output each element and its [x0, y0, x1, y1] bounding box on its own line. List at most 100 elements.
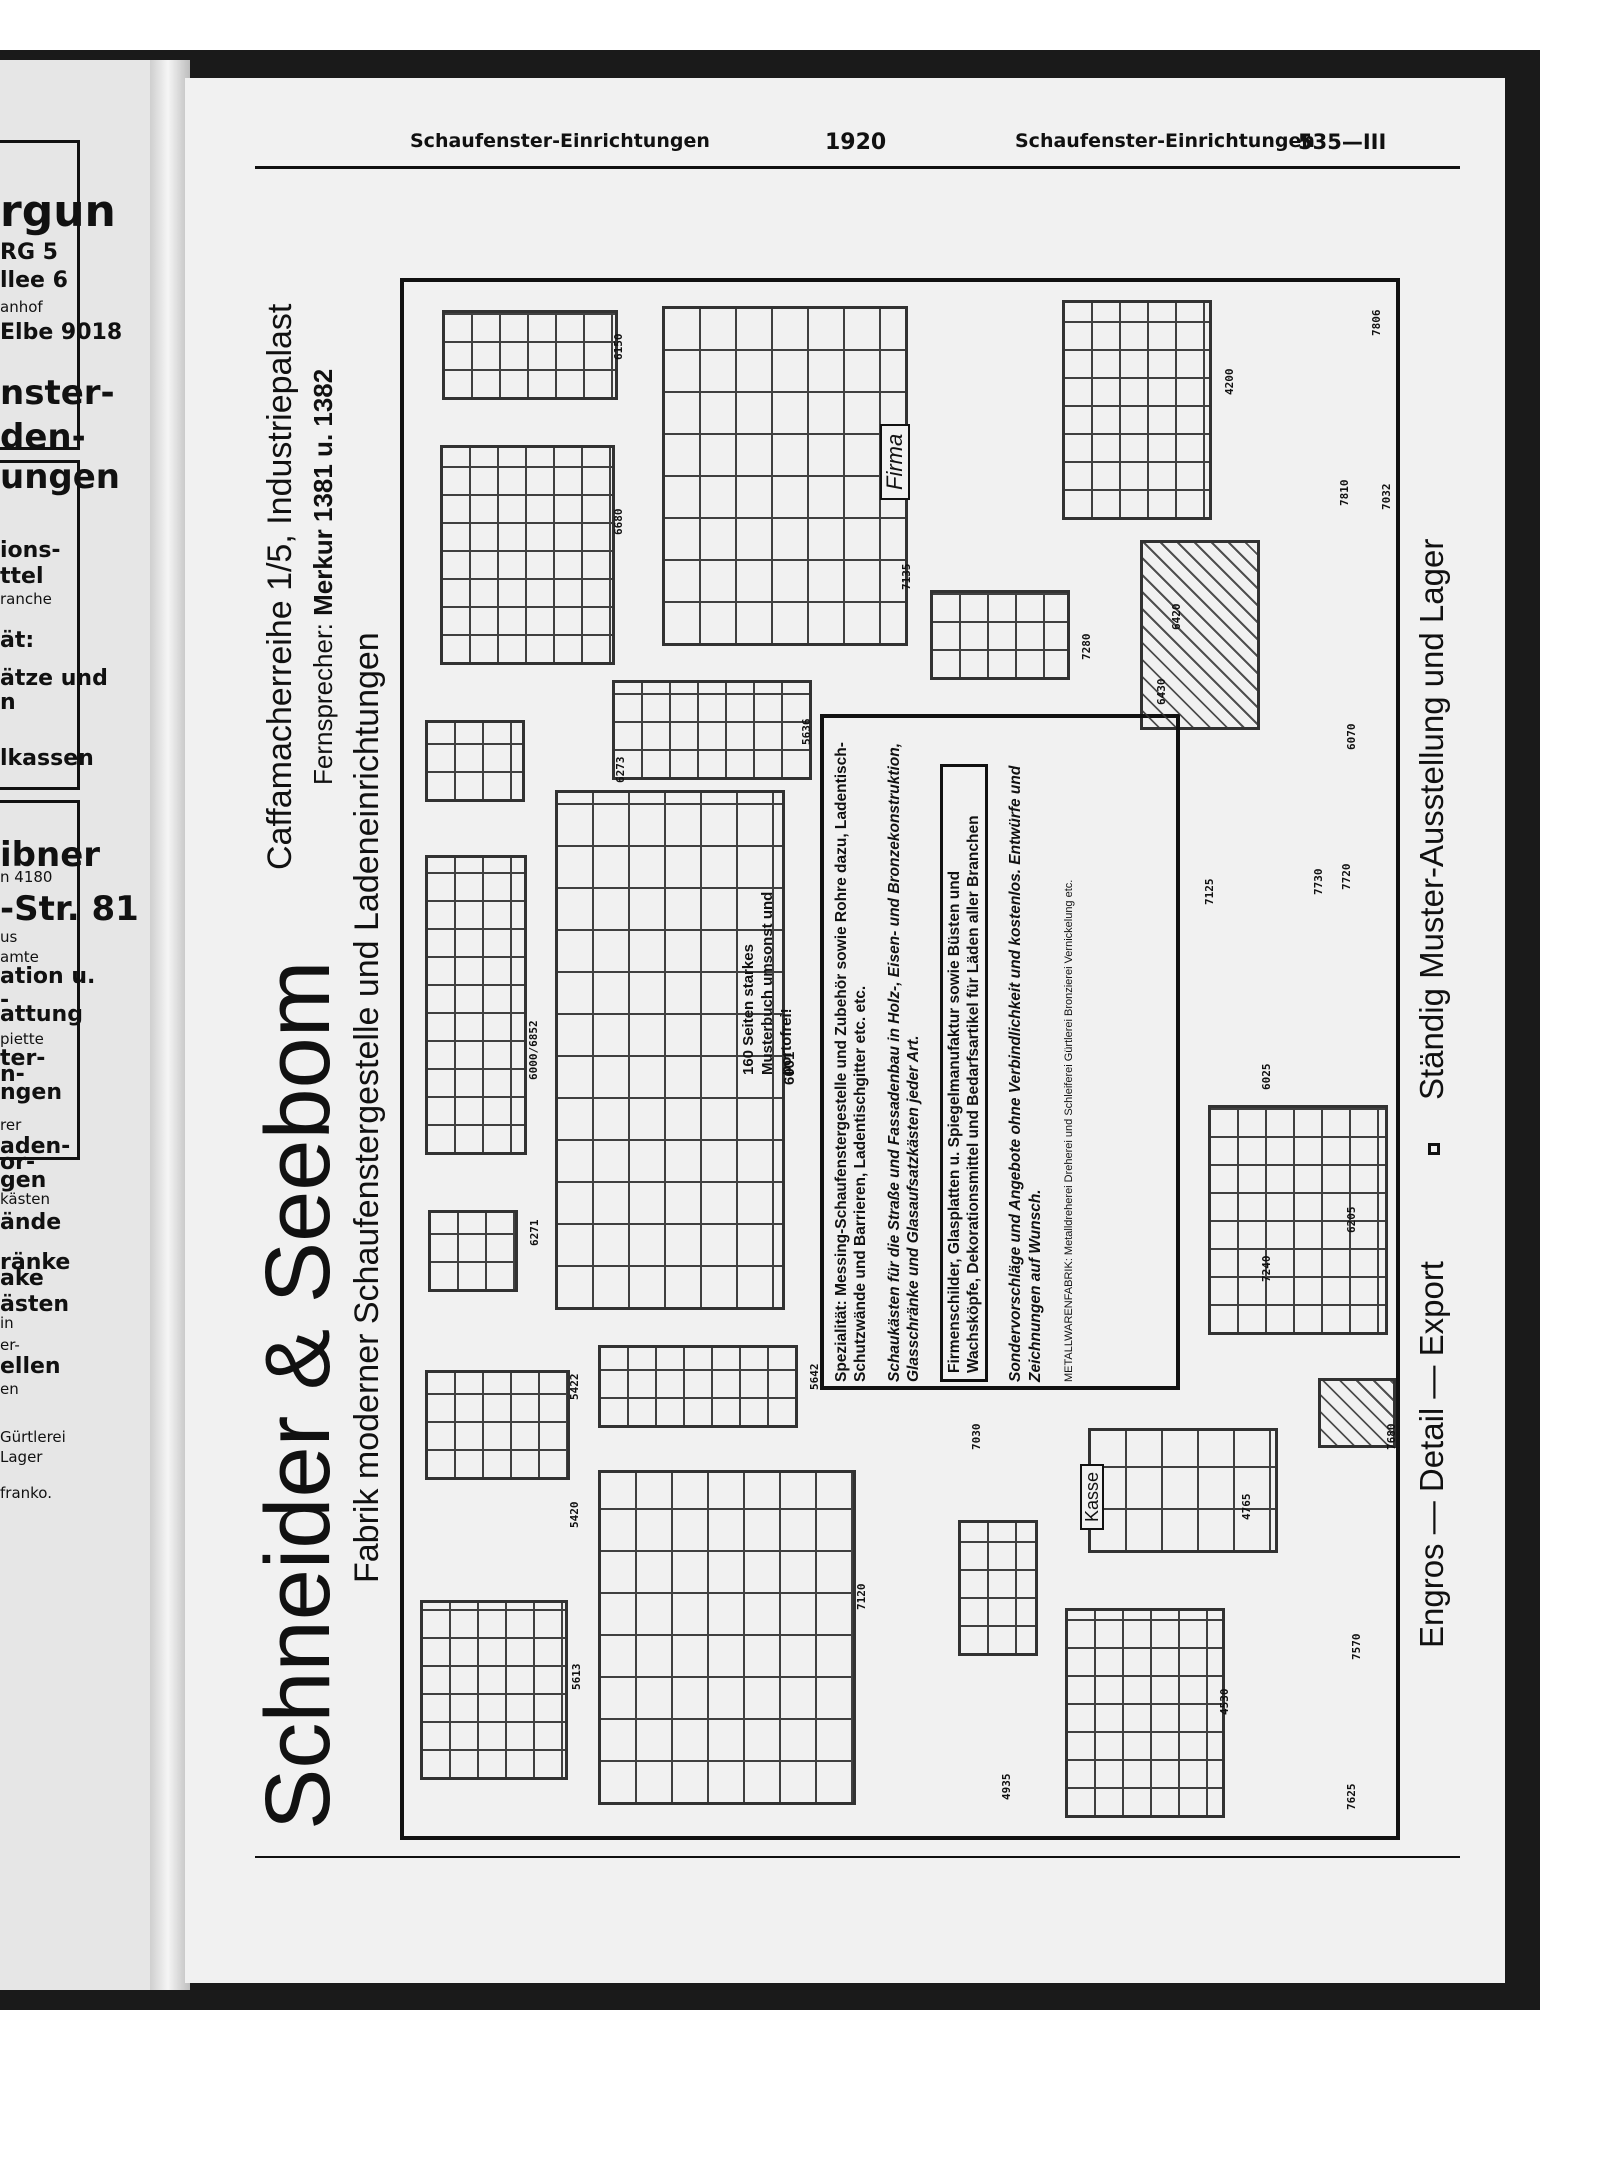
- item-number-label: 6205: [1345, 1206, 1358, 1234]
- running-head-left: Schaufenster-Einrichtungen: [410, 130, 710, 152]
- item-number-label: 6420: [1170, 603, 1183, 631]
- footer-separator: [1415, 1143, 1448, 1155]
- glass-counter-drawing: [440, 445, 615, 665]
- small-print: METALLWARENFABRIK: Metalldreherei Dreher…: [1063, 879, 1075, 1382]
- left-page-fragment: ät:: [0, 628, 35, 653]
- counter-case-drawing: [425, 855, 527, 1155]
- left-page-fragment: RG 5: [0, 240, 58, 265]
- left-page-fragment: ngen: [0, 1080, 62, 1105]
- item-number-label: 7120: [855, 1583, 868, 1611]
- left-page-fragment: ungen: [0, 457, 121, 497]
- item-number-label: 5613: [570, 1663, 583, 1691]
- item-number-label: 4200: [1223, 368, 1236, 396]
- left-page-fragment: us: [0, 928, 18, 946]
- left-page-fragment: n-: [0, 1062, 25, 1087]
- left-page-fragment: Gürtlerei: [0, 1428, 66, 1446]
- left-page-fragment: ränke: [0, 1250, 71, 1275]
- item-number-label: 5636: [800, 718, 813, 746]
- left-page-fragment: aden-: [0, 1134, 71, 1159]
- left-page-box-mid: [0, 460, 80, 790]
- left-page-fragment: n 4180: [0, 868, 53, 886]
- left-page-fragment: amte: [0, 948, 39, 966]
- footer-engros: Engros — Detail — Export: [1413, 1261, 1450, 1648]
- left-page-fragment: ranche: [0, 590, 52, 608]
- bottom-rule: [255, 1856, 1460, 1858]
- item-number-label: 7125: [1203, 878, 1216, 906]
- small-glass-box-drawing: [428, 1210, 518, 1292]
- phone-value: Merkur 1381 u. 1382: [308, 368, 338, 616]
- stand-drawing: [425, 1370, 570, 1480]
- left-page-fragment: Lager: [0, 1448, 43, 1466]
- specialty-text: Spezialität: Messing-Schaufenstergestell…: [833, 742, 870, 1382]
- item-number-label: 7680: [1385, 1423, 1398, 1451]
- left-page-fragment: ake: [0, 1266, 44, 1291]
- left-page-fragment: piette: [0, 1030, 44, 1048]
- left-page-fragment: n: [0, 690, 16, 715]
- phone-line: Fernsprecher: Merkur 1381 u. 1382: [308, 368, 338, 785]
- company-tagline: Fabrik moderner Schaufenstergestelle und…: [348, 632, 386, 1583]
- left-page-fragment: er-: [0, 1336, 20, 1354]
- item-number-label: 6025: [1260, 1063, 1273, 1091]
- shop-front-drawing: [555, 790, 785, 1310]
- catalog-number: 6001: [781, 1051, 798, 1085]
- running-head-right: Schaufenster-Einrichtungen: [1015, 130, 1315, 152]
- kasse-cabinet-drawing: [1088, 1428, 1278, 1553]
- running-head-year: 1920: [825, 130, 887, 155]
- item-number-label: 5422: [568, 1373, 581, 1401]
- item-number-label: 4530: [1218, 1688, 1231, 1716]
- left-page-fragment: den-: [0, 417, 86, 457]
- left-page-fragment: ästen: [0, 1292, 70, 1317]
- left-page-fragment: ttel: [0, 564, 44, 589]
- footer-exhibition: Ständig Muster-Ausstellung und Lager: [1413, 538, 1450, 1100]
- left-page-fragment: ation u.: [0, 964, 96, 989]
- shelf-rack-drawing: [1065, 1608, 1225, 1818]
- firm-box-wrap: Firmenschilder, Glasplatten u. Spiegelma…: [939, 726, 989, 1382]
- item-number-label: 6271: [528, 1219, 541, 1247]
- shelf-window-drawing: [598, 1470, 856, 1805]
- left-page-fragment: ätze und: [0, 666, 108, 691]
- left-page-fragment: lkassen: [0, 746, 94, 771]
- item-number-label: 7240: [1260, 1255, 1273, 1283]
- left-page-box-lower: [0, 800, 80, 1160]
- left-page-fragment: rer: [0, 1116, 22, 1134]
- left-page-fragment: Elbe 9018: [0, 320, 123, 345]
- item-number-label: 7570: [1350, 1633, 1363, 1661]
- left-page-box-top: [0, 140, 80, 450]
- left-page-fragment: llee 6: [0, 268, 68, 293]
- item-number-label: 6000/6852: [527, 1020, 540, 1080]
- showcases-text: Schaukästen für die Straße und Fassadenb…: [885, 742, 923, 1382]
- shop-interior-drawing: [662, 306, 908, 646]
- left-page-fragment: -Str. 81: [0, 889, 139, 929]
- railing-drawing: [1062, 300, 1212, 520]
- left-page-fragment: ter-: [0, 1046, 46, 1071]
- left-page-fragment: franko.: [0, 1484, 52, 1502]
- item-number-label: 7280: [1080, 633, 1093, 661]
- item-number-label: 6680: [612, 508, 625, 536]
- left-page-fragment: gen: [0, 1168, 47, 1193]
- ad-frame: [400, 278, 1400, 1840]
- left-page-fragment: in: [0, 1314, 14, 1332]
- item-number-label: 7810: [1338, 479, 1351, 507]
- item-number-label: 4765: [1240, 1493, 1253, 1521]
- page-gutter: [150, 60, 190, 1990]
- firma-sign: Firma: [880, 423, 910, 500]
- vitrine-drawing: [420, 1600, 568, 1780]
- specialty-textbox: Spezialität: Messing-Schaufenstergestell…: [820, 714, 1180, 1390]
- bullet-square-icon: [1428, 1143, 1441, 1155]
- item-number-label: 6070: [1345, 723, 1358, 751]
- left-page-fragment: rgun: [0, 186, 116, 237]
- lattice-panel-drawing: [1318, 1378, 1396, 1448]
- item-number-label: 5420: [568, 1501, 581, 1529]
- catalog-note: 160 Seiten starkes Musterbuch umsonst un…: [740, 891, 795, 1075]
- offers-text: Sondervorschläge und Angebote ohne Verbi…: [1007, 765, 1044, 1382]
- page-number: 535—III: [1298, 130, 1387, 154]
- item-number-label: 7625: [1345, 1783, 1358, 1811]
- item-number-label: 7720: [1340, 863, 1353, 891]
- wall-bracket-drawing: [1208, 1105, 1388, 1335]
- left-page-fragment: en: [0, 1380, 19, 1398]
- item-number-label: 5642: [808, 1363, 821, 1391]
- textbox-content: Spezialität: Messing-Schaufenstergestell…: [832, 726, 1077, 1382]
- phone-label: Fernsprecher:: [308, 623, 338, 785]
- head-rule: [255, 166, 1460, 169]
